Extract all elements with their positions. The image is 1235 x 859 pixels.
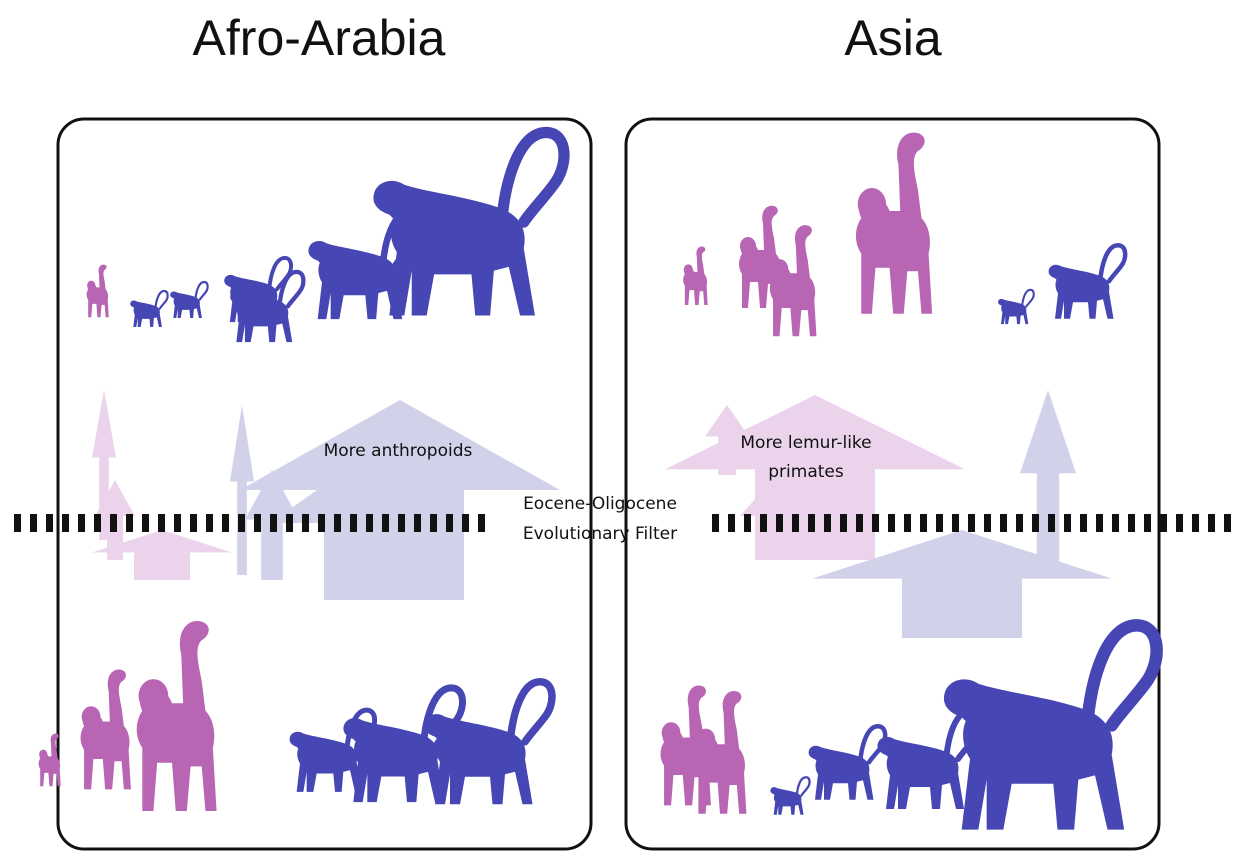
anthropoid-silhouette-icon xyxy=(809,726,886,800)
region-title-afro-arabia: Afro-Arabia xyxy=(193,10,446,66)
filter-label-line1: Eocene-Oligocene xyxy=(523,494,677,514)
lemur-silhouette-icon xyxy=(770,225,817,336)
anthropoid-silhouette-icon xyxy=(424,682,552,805)
region-title-asia: Asia xyxy=(844,10,941,66)
afro-arabia-after-group xyxy=(87,133,564,343)
lemur-silhouette-icon xyxy=(683,247,708,305)
anthropoid-lineage-arrow-icon xyxy=(1020,390,1076,575)
lemur-silhouette-icon xyxy=(81,670,131,790)
anthropoid-silhouette-icon xyxy=(770,777,809,815)
asia-trend-label-line1: More lemur-like xyxy=(740,433,871,453)
afro-arabia-arrows xyxy=(92,390,560,600)
lemur-silhouette-icon xyxy=(695,691,747,814)
lemur-silhouette-icon xyxy=(87,265,109,318)
afro-arabia-trend-label: More anthropoids xyxy=(324,441,473,461)
anthropoid-silhouette-icon xyxy=(1049,245,1126,319)
lemur-silhouette-icon xyxy=(137,621,217,811)
lemur-silhouette-icon xyxy=(856,133,932,314)
anthropoid-silhouette-icon xyxy=(944,625,1157,829)
filter-label-line2: Evolutionary Filter xyxy=(523,524,677,544)
asia-before-group xyxy=(661,625,1157,829)
asia-trend-label-line2: primates xyxy=(768,462,844,482)
anthropoid-silhouette-icon xyxy=(170,282,207,318)
anthropoid-silhouette-icon xyxy=(373,133,564,316)
anthropoid-silhouette-icon xyxy=(130,291,167,327)
anthropoid-silhouette-icon xyxy=(998,290,1034,324)
asia-after-group xyxy=(683,133,1125,337)
afro-arabia-before-group xyxy=(39,621,552,811)
